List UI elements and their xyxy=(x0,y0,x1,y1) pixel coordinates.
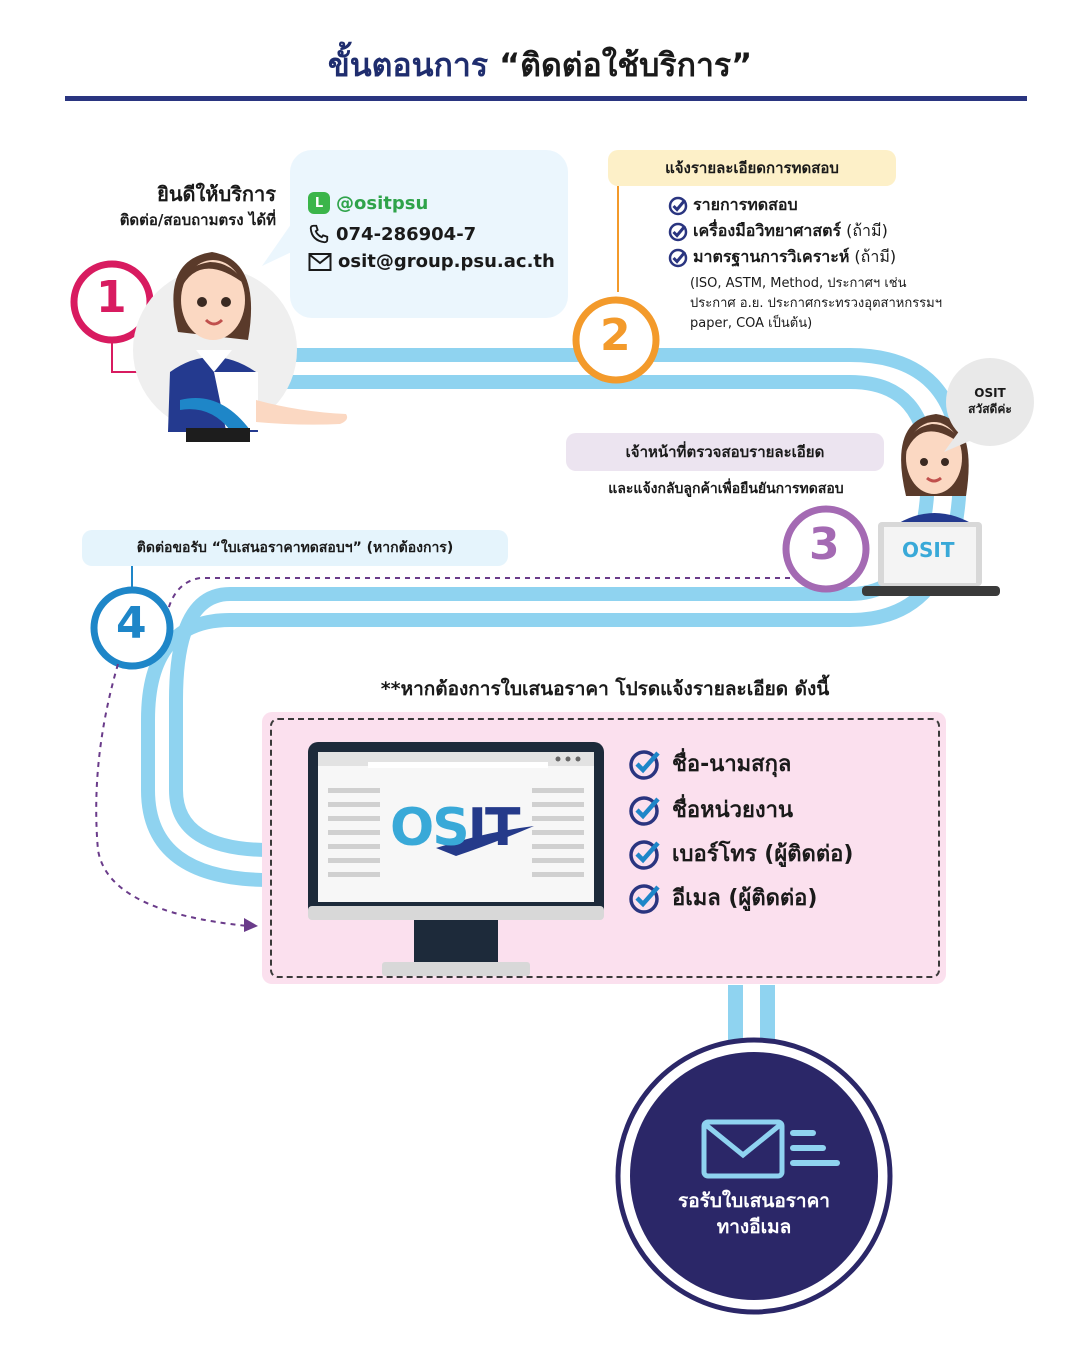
step2-number: 2 xyxy=(600,310,631,361)
contact-bubble xyxy=(290,150,568,318)
title-main: ขั้นตอนการ xyxy=(327,46,488,84)
phone-contact[interactable]: 074-286904-7 xyxy=(308,223,476,245)
check-circle-icon xyxy=(629,883,660,914)
phone-icon xyxy=(309,224,329,244)
welcome-title: ยินดีให้บริการ xyxy=(157,182,276,206)
required-item-organization: ชื่อหน่วยงาน xyxy=(628,792,793,827)
envelope-icon xyxy=(701,1119,840,1179)
step3-ring xyxy=(782,505,870,593)
mail-icon xyxy=(308,252,332,271)
step4-number: 4 xyxy=(116,598,147,649)
quotation-info-title: **หากต้องการใบเสนอราคา โปรดแจ้งรายละเอีย… xyxy=(380,678,830,700)
step2-note-3: paper, COA เป็นต้น) xyxy=(690,316,813,331)
final-step-text: รอรับใบเสนอราคา ทางอีเมล xyxy=(678,1190,830,1238)
email-address: osit@group.psu.ac.th xyxy=(338,251,555,272)
dashed-connector-4-to-box xyxy=(95,663,249,927)
required-item-phone: เบอร์โทร (ผู้ติดต่อ) xyxy=(628,836,853,871)
check-circle-icon xyxy=(629,795,660,826)
required-item-email: อีเมล (ผู้ติดต่อ) xyxy=(628,880,817,915)
check-circle-icon xyxy=(629,839,660,870)
check-circle-icon xyxy=(629,749,660,780)
title-quoted: “ติดต่อใช้บริการ” xyxy=(499,46,753,84)
line-id: @ositpsu xyxy=(336,192,429,214)
osit-greeting-bubble: OSIT สวัสดีค่ะ xyxy=(946,358,1034,446)
step2-note-1: (ISO, ASTM, Method, ประกาศฯ เช่น xyxy=(690,276,907,291)
email-contact[interactable]: osit@group.psu.ac.th xyxy=(308,251,555,272)
step4-ring xyxy=(90,586,174,670)
dashed-arrowhead xyxy=(244,918,258,932)
title-divider xyxy=(65,96,1027,101)
step2-item-test-list: รายการทดสอบ xyxy=(668,193,803,218)
check-circle-icon xyxy=(668,222,688,241)
step2-item-instrument: เครื่องมือวิทยาศาสตร์ (ถ้ามี) xyxy=(668,219,888,244)
dashed-connector-3-to-4 xyxy=(167,577,790,611)
step4-heading: ติดต่อขอรับ “ใบเสนอราคาทดสอบฯ” (หากต้องก… xyxy=(82,530,508,566)
monitor-osit-logo: OSIT xyxy=(390,798,520,858)
step3-subtext: และแจ้งกลับลูกค้าเพื่อยืนยันการทดสอบ xyxy=(608,481,844,497)
laptop-osit-logo: OSIT xyxy=(902,538,955,562)
step2-ring xyxy=(572,296,660,384)
step3-number: 3 xyxy=(809,519,840,570)
step2-heading: แจ้งรายละเอียดการทดสอบ xyxy=(608,150,896,186)
step1-number: 1 xyxy=(96,272,127,323)
line-contact[interactable]: L @ositpsu xyxy=(308,192,428,214)
woman-figure-2 xyxy=(862,414,1000,596)
step2-note-2: ประกาศ อ.ย. ประกาศกระทรวงอุตสาหกรรมฯ xyxy=(690,296,943,311)
quotation-info-dashed-border xyxy=(270,718,940,978)
required-item-fullname: ชื่อ-นามสกุล xyxy=(628,746,791,781)
welcome-subtitle: ติดต่อ/สอบถามตรง ได้ที่ xyxy=(119,211,276,229)
monitor-icon xyxy=(308,742,604,976)
line-app-icon: L xyxy=(308,192,330,214)
step2-item-standard: มาตรฐานการวิเคราะห์ (ถ้ามี) xyxy=(668,245,896,270)
page-title: ขั้นตอนการ “ติดต่อใช้บริการ” xyxy=(0,40,1080,91)
check-circle-icon xyxy=(668,248,688,267)
woman-figure-1 xyxy=(133,252,348,442)
phone-number: 074-286904-7 xyxy=(336,223,477,245)
track-outer xyxy=(141,348,968,887)
check-circle-icon xyxy=(668,196,688,215)
step3-heading: เจ้าหน้าที่ตรวจสอบรายละเอียด xyxy=(566,433,884,471)
